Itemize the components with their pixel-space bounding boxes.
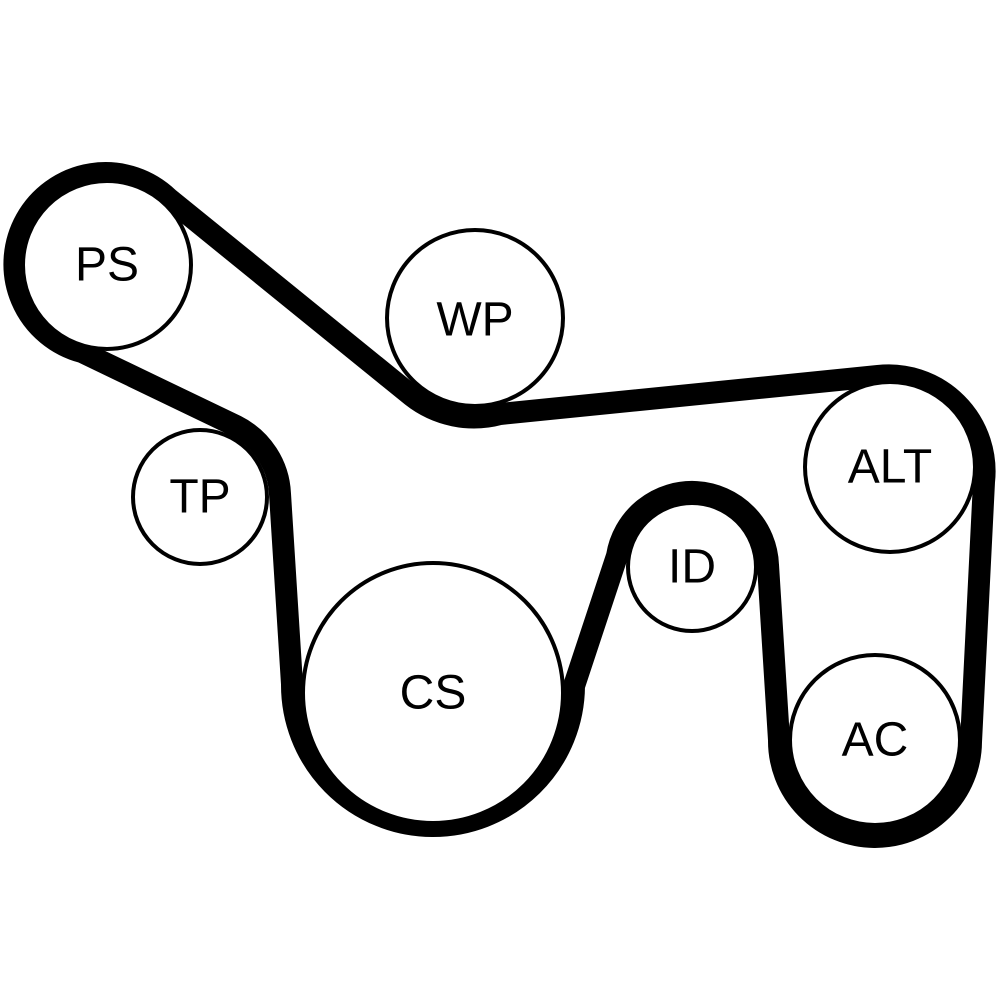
drive-belt: [3, 162, 996, 848]
pulley-label-tp: TP: [169, 471, 230, 524]
pulley-ac: AC: [788, 653, 962, 827]
pulley-label-ac: AC: [842, 714, 909, 767]
pulley-ps: PS: [21, 179, 193, 351]
pulley-cs: CS: [301, 561, 565, 825]
pulley-label-alt: ALT: [848, 441, 932, 494]
pulley-label-id: ID: [668, 541, 716, 594]
pulley-alt: ALT: [803, 380, 977, 554]
pulley-label-cs: CS: [400, 667, 467, 720]
pulley-label-wp: WP: [436, 294, 513, 347]
pulley-wp: WP: [385, 228, 565, 408]
pulley-id: ID: [626, 501, 758, 633]
pulley-tp: TP: [131, 428, 269, 566]
pulley-label-ps: PS: [75, 239, 139, 292]
